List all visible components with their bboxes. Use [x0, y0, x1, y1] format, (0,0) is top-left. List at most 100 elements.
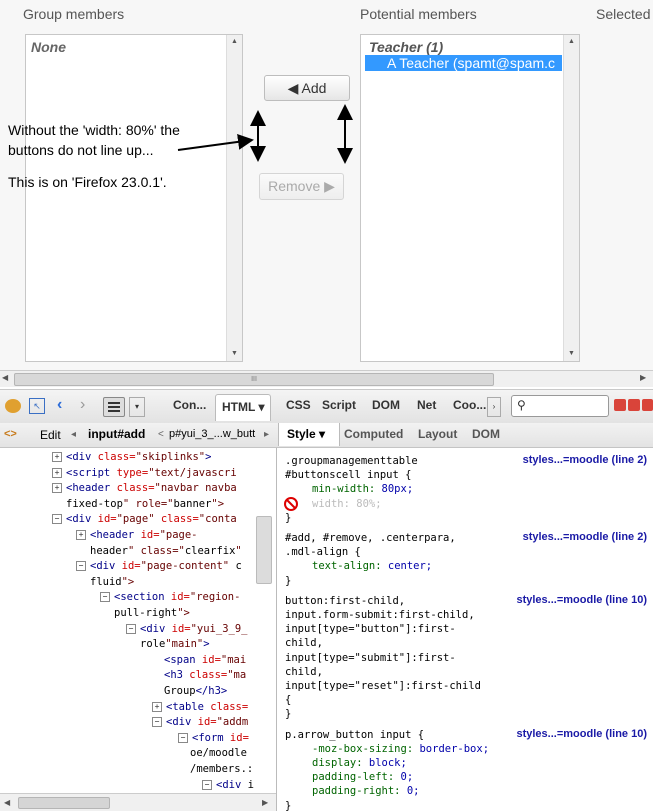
css-property-value[interactable]: block; — [362, 757, 407, 769]
html-tree-node[interactable]: −<form id= — [178, 731, 249, 745]
scroll-down-icon[interactable]: ▼ — [568, 350, 575, 357]
css-property-value[interactable]: center; — [381, 560, 433, 573]
collapse-icon[interactable]: − — [76, 561, 86, 572]
collapse-icon[interactable]: − — [152, 717, 162, 728]
breadcrumb-current[interactable]: input#add — [88, 427, 146, 441]
detach-icon[interactable] — [628, 399, 640, 411]
css-property[interactable]: min-width: 80px; — [312, 482, 413, 496]
tab-dom[interactable]: DOM — [372, 398, 400, 412]
css-rule-source-link[interactable]: styles...=moodle (line 10) — [516, 593, 647, 606]
html-tree-node[interactable]: +<table class= — [152, 700, 248, 714]
html-tree-node[interactable]: −<div id="addm — [152, 715, 248, 729]
tab-html[interactable]: HTML ▾ — [215, 394, 272, 421]
html-tree-node[interactable]: oe/moodle — [190, 746, 247, 760]
css-property-value[interactable]: 0; — [394, 771, 414, 784]
expand-icon[interactable]: + — [152, 701, 162, 712]
html-tree-node[interactable]: −<section id="region- — [100, 590, 240, 604]
scroll-down-icon[interactable]: ▼ — [231, 350, 238, 357]
html-tree-node[interactable]: −<div id="page" class="conta — [52, 512, 237, 526]
html-tree-node[interactable]: fluid"> — [90, 575, 134, 589]
tab-layout[interactable]: Layout — [418, 427, 458, 441]
tab-computed[interactable]: Computed — [344, 427, 404, 441]
expand-icon[interactable]: + — [52, 452, 62, 462]
html-tree-node[interactable]: fixed-top" role="banner"> — [66, 497, 224, 511]
scroll-left-icon[interactable]: ◀ — [2, 373, 9, 382]
collapse-icon[interactable]: − — [202, 779, 212, 790]
list-item-none[interactable]: None — [31, 39, 66, 55]
html-tree-node[interactable]: +<header class="navbar navba — [52, 481, 237, 495]
css-property-name[interactable]: padding-right: — [312, 785, 401, 798]
html-tree-node[interactable]: −<div id="page-content" c — [76, 559, 242, 573]
menu-icon[interactable] — [103, 397, 125, 417]
html-tree-node[interactable]: −<div i — [202, 778, 254, 792]
potential-members-scrollbar[interactable]: ▲ ▼ — [563, 35, 579, 361]
scroll-up-icon[interactable]: ▲ — [568, 38, 575, 45]
css-property-value[interactable]: 80px; — [375, 483, 414, 496]
html-tree-node[interactable]: +<header id="page- — [76, 528, 198, 542]
html-panel-hscrollbar[interactable]: ◀ ▶ — [0, 793, 276, 811]
tab-cookies[interactable]: Coo... — [453, 398, 487, 412]
collapse-icon[interactable]: − — [52, 514, 62, 525]
list-item-a-teacher[interactable]: A Teacher (spamt@spam.c — [365, 55, 562, 71]
html-tree-node[interactable]: −<div id="yui_3_9_ — [126, 622, 248, 636]
css-property-name[interactable]: width: — [312, 497, 350, 510]
group-members-list[interactable]: None ▲ ▼ — [25, 34, 243, 362]
html-panel-scroll-thumb[interactable] — [256, 516, 272, 584]
scroll-right-icon[interactable]: ▶ — [262, 798, 269, 807]
expand-icon[interactable]: + — [52, 467, 62, 478]
html-tree-node[interactable]: +<div class="skiplinks"> — [52, 450, 211, 464]
dropdown-icon[interactable]: ▾ — [129, 397, 145, 417]
potential-members-list[interactable]: Teacher (1) A Teacher (spamt@spam.c ▲ ▼ — [360, 34, 580, 362]
css-property[interactable]: width: 80%; — [284, 496, 382, 511]
html-tree-node[interactable]: +<script type="text/javascri — [52, 466, 237, 480]
scroll-right-icon[interactable]: ▶ — [640, 373, 647, 382]
edit-button[interactable]: Edit — [40, 428, 61, 442]
tab-net[interactable]: Net — [417, 398, 437, 412]
collapse-icon[interactable]: − — [100, 592, 110, 603]
html-tree-node[interactable]: Group</h3> — [164, 684, 227, 698]
css-rule-source-link[interactable]: styles...=moodle (line 2) — [522, 531, 647, 543]
css-property-name[interactable]: -moz-box-sizing: — [312, 742, 414, 755]
breadcrumb-left-icon[interactable]: ◂ — [71, 429, 77, 440]
tab-side-dom[interactable]: DOM — [472, 427, 500, 441]
css-property-name[interactable]: text-align: — [312, 560, 382, 573]
css-property-value[interactable]: 80%; — [349, 497, 382, 510]
html-tree-node[interactable]: role"main"> — [140, 637, 210, 651]
minimize-icon[interactable] — [614, 399, 626, 411]
back-icon[interactable]: ‹ — [57, 396, 63, 413]
firebug-icon[interactable] — [5, 399, 21, 413]
expand-icon[interactable]: + — [52, 483, 62, 494]
css-rule-source-link[interactable]: styles...=moodle (line 2) — [522, 454, 647, 466]
scroll-thumb[interactable]: III — [14, 373, 494, 386]
close-icon[interactable] — [642, 399, 653, 411]
html-tree-node[interactable]: pull-right"> — [114, 606, 190, 620]
remove-button[interactable]: Remove ▶ — [259, 173, 344, 200]
css-property[interactable]: padding-left: 0; — [312, 770, 413, 784]
tab-script[interactable]: Script — [322, 398, 357, 412]
html-hscroll-thumb[interactable] — [18, 797, 110, 809]
search-input[interactable]: ⚲ — [511, 395, 609, 417]
page-horizontal-scrollbar[interactable]: ◀ III ▶ — [0, 370, 653, 387]
collapse-icon[interactable]: − — [178, 732, 188, 743]
css-property-name[interactable]: min-width: — [312, 483, 376, 496]
css-rule-source-link[interactable]: styles...=moodle (line 10) — [516, 727, 647, 740]
group-members-scrollbar[interactable]: ▲ ▼ — [226, 35, 242, 361]
html-tree-panel[interactable]: +<div class="skiplinks"> +<script type="t… — [0, 448, 277, 811]
forward-icon[interactable]: › — [80, 396, 86, 413]
css-property-name[interactable]: display: — [312, 757, 363, 769]
collapse-icon[interactable]: − — [126, 623, 136, 634]
breadcrumb-next[interactable]: p#yui_3_...w_butt — [169, 428, 256, 440]
css-property-value[interactable]: border-box; — [413, 742, 490, 755]
more-tabs-icon[interactable]: › — [487, 397, 501, 417]
tab-style[interactable]: Style ▾ — [278, 423, 340, 446]
css-property[interactable]: -moz-box-sizing: border-box; — [312, 742, 489, 756]
tab-css[interactable]: CSS — [286, 398, 311, 412]
scroll-left-icon[interactable]: ◀ — [4, 798, 11, 807]
expand-icon[interactable]: + — [76, 530, 86, 540]
tab-console[interactable]: Con... — [173, 398, 207, 412]
scroll-up-icon[interactable]: ▲ — [231, 38, 238, 45]
html-tree-node[interactable]: <h3 class="ma — [164, 668, 246, 682]
source-toggle-icon[interactable]: <> — [4, 428, 17, 440]
html-tree-node[interactable]: /members.: — [190, 762, 253, 776]
breadcrumb-right-icon[interactable]: ▸ — [264, 429, 270, 440]
